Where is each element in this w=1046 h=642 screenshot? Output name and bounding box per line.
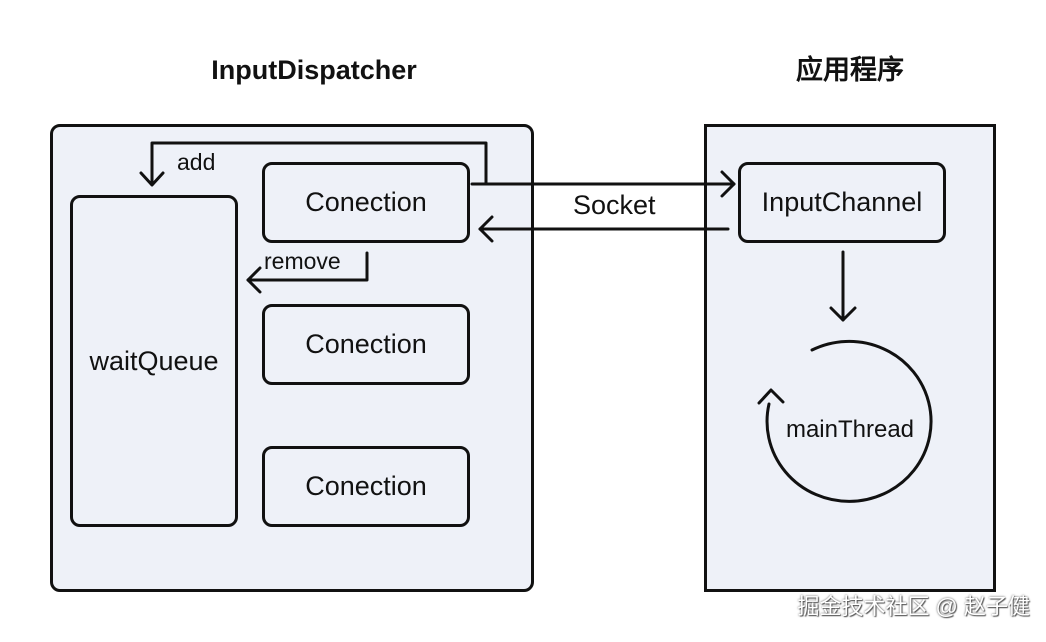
add-label: add bbox=[177, 149, 216, 175]
connection-box: Conection bbox=[262, 162, 470, 243]
input-channel-label: InputChannel bbox=[761, 187, 923, 217]
input-dispatcher-container: waitQueue Conection Conection Conection … bbox=[50, 124, 534, 592]
remove-label: remove bbox=[264, 248, 341, 274]
connection-box: Conection bbox=[262, 446, 470, 527]
input-dispatcher-title: InputDispatcher bbox=[211, 55, 417, 85]
watermark: 掘金技术社区 @ 赵子健 bbox=[797, 594, 1030, 619]
connection-label: Conection bbox=[305, 471, 427, 501]
connection-label: Conection bbox=[305, 187, 427, 217]
input-channel-box: InputChannel bbox=[738, 162, 946, 243]
main-thread-label: mainThread bbox=[785, 416, 915, 443]
connection-label: Conection bbox=[305, 329, 427, 359]
socket-label: Socket bbox=[573, 190, 656, 220]
connection-box: Conection bbox=[262, 304, 470, 385]
wait-queue-box: waitQueue bbox=[70, 195, 238, 527]
application-container: InputChannel mainThread bbox=[704, 124, 996, 592]
wait-queue-label: waitQueue bbox=[89, 345, 219, 376]
application-title: 应用程序 bbox=[796, 55, 904, 85]
